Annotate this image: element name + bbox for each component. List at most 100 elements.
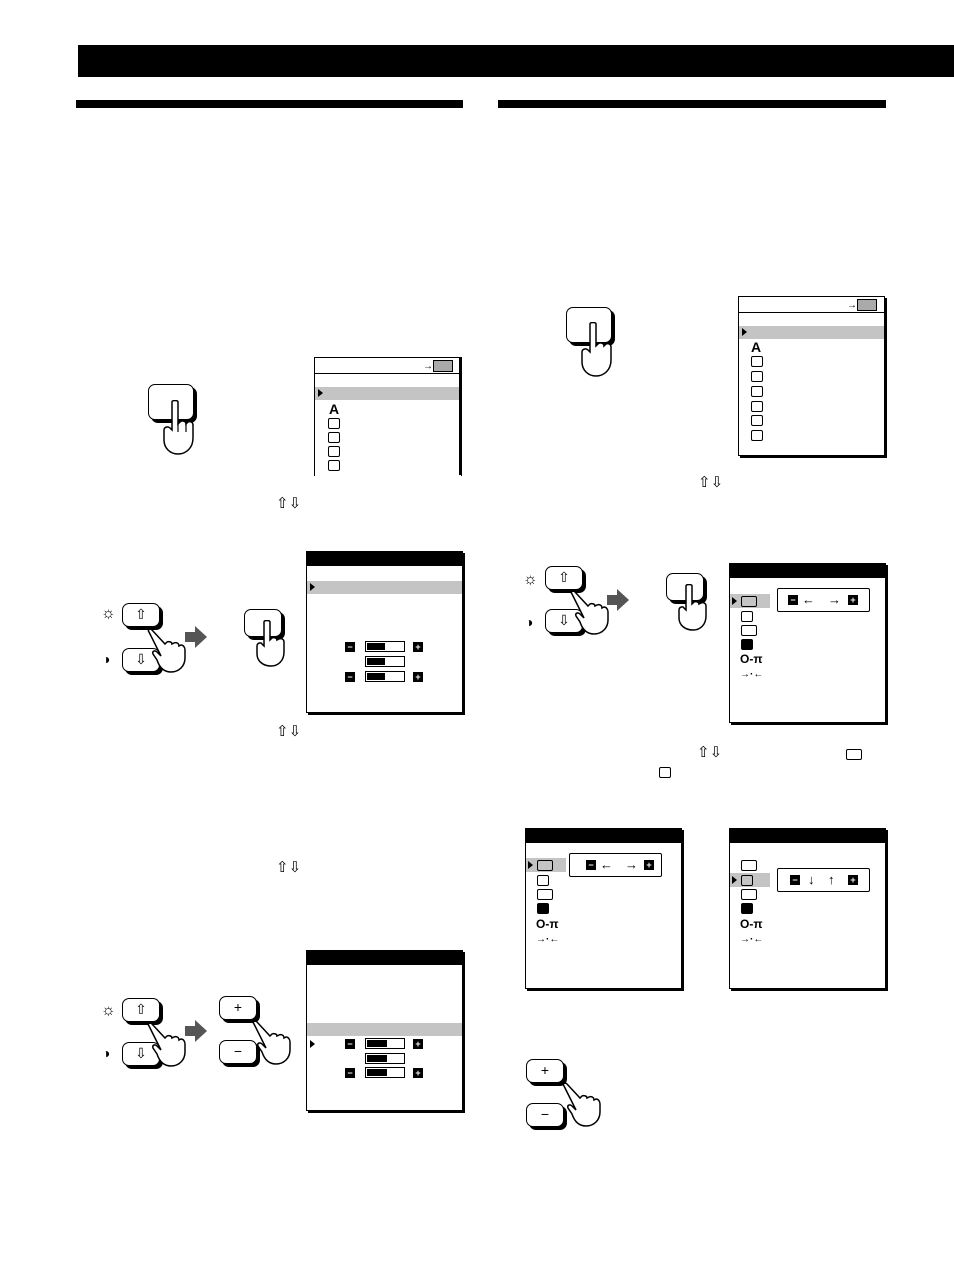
osd-cursor-icon	[310, 1040, 315, 1048]
plus-icon: +	[413, 1068, 423, 1078]
plus-icon: +	[644, 860, 654, 870]
exit-box	[433, 360, 453, 372]
language-icon	[751, 415, 763, 426]
osd-header	[526, 829, 681, 843]
minus-label: −	[233, 1043, 243, 1059]
left-arrow-icon: ←	[802, 592, 815, 607]
geometry-icon	[751, 386, 763, 397]
step-arrow-icon	[607, 589, 629, 611]
up-down-arrows-icon: ⇧⇩	[276, 859, 302, 876]
picture-icon	[537, 903, 549, 914]
minus-icon: −	[345, 1039, 355, 1049]
osd-header: →	[315, 358, 461, 374]
pointing-hand-icon	[252, 1020, 291, 1065]
down-arrow-icon: ⇩	[135, 1045, 147, 1061]
osd-header	[730, 829, 885, 843]
osd-h-position: O-π →·← − ← → +	[525, 828, 682, 989]
pointing-hand-icon	[256, 620, 285, 667]
input-sensing-icon	[741, 889, 757, 900]
minus-label: −	[540, 1106, 550, 1122]
plus-label: +	[233, 999, 243, 1015]
contrast-icon: ◑	[525, 614, 534, 630]
menu-button[interactable]	[566, 307, 612, 343]
degauss-icon: →·←	[536, 934, 560, 945]
pointing-hand-icon	[570, 590, 609, 635]
lock-icon: O-π	[740, 652, 763, 666]
osd-main-menu-small: → A	[314, 357, 462, 476]
up-arrow-icon: ⇧	[558, 569, 570, 585]
up-arrow-icon: ⇧	[135, 1001, 147, 1017]
h-position-icon	[846, 749, 862, 760]
pointing-hand-icon	[581, 322, 612, 377]
down-arrow-icon: ↓	[808, 872, 815, 887]
left-arrow-icon: ←	[600, 857, 613, 872]
picture-icon	[741, 903, 753, 914]
plus-button[interactable]: +	[526, 1059, 564, 1083]
right-section-rule	[498, 100, 886, 108]
brightness-up-button[interactable]: ⇧	[122, 603, 160, 627]
input-sensing-icon	[741, 625, 757, 636]
size-icon	[751, 371, 763, 382]
degauss-icon: →·←	[740, 934, 764, 945]
brightness-icon: ☼	[101, 1002, 116, 1019]
minus-icon: −	[345, 1068, 355, 1078]
osd-highlight-row	[730, 873, 770, 887]
osd-cursor-icon	[310, 583, 315, 591]
pointing-hand-icon	[163, 400, 194, 455]
minus-button[interactable]: −	[526, 1103, 564, 1127]
lock-icon: O-π	[740, 917, 763, 931]
exit-arrow-icon: →	[423, 361, 433, 372]
menu-button[interactable]	[666, 573, 704, 601]
brightness-icon: ☼	[523, 571, 538, 588]
page-header-bar	[78, 45, 954, 77]
osd-cursor-icon	[318, 389, 323, 397]
minus-icon: −	[788, 595, 798, 605]
h-position-popup: − ← → +	[569, 853, 662, 877]
brightness-up-button[interactable]: ⇧	[122, 998, 160, 1022]
osd-highlight-row	[730, 594, 770, 608]
osd-v-position: O-π →·← − ↓ ↑ +	[729, 828, 886, 989]
contrast-level-bar	[365, 671, 405, 682]
brightness-level-bar	[365, 1038, 405, 1049]
left-section-rule	[76, 100, 463, 108]
osd-options-menu: O-π →·← − ← → +	[729, 563, 886, 723]
level-bar	[365, 656, 405, 667]
osd-highlight-row	[307, 1023, 462, 1036]
up-down-arrows-icon: ⇧⇩	[698, 474, 724, 491]
v-position-icon	[659, 767, 671, 778]
v-position-popup: − ↓ ↑ +	[777, 868, 870, 892]
pointing-hand-icon	[147, 1022, 186, 1067]
osd-adjust-level: − + − +	[306, 950, 463, 1111]
osd-highlight-row	[307, 581, 462, 594]
brightness-icon: ☼	[101, 605, 116, 622]
plus-button[interactable]: +	[219, 996, 257, 1020]
up-arrow-icon: ⇧	[135, 606, 147, 622]
pointing-hand-icon	[562, 1082, 601, 1127]
brightness-up-button[interactable]: ⇧	[545, 566, 583, 590]
reset-icon	[751, 430, 763, 441]
centering-icon	[328, 418, 340, 429]
lock-icon: O-π	[536, 917, 559, 931]
minus-icon: −	[586, 860, 596, 870]
up-arrow-icon: ↑	[828, 872, 835, 887]
pointing-hand-icon	[678, 584, 707, 631]
menu-button[interactable]	[148, 384, 194, 420]
exit-box	[857, 299, 877, 311]
plus-icon: +	[413, 1039, 423, 1049]
h-position-icon	[741, 596, 757, 607]
pointing-hand-icon	[147, 628, 186, 673]
minus-icon: −	[790, 875, 800, 885]
osd-highlight-row	[315, 387, 461, 400]
centering-icon	[751, 356, 763, 367]
v-position-icon	[537, 875, 549, 886]
osd-header	[307, 951, 462, 965]
picture-icon	[741, 639, 753, 650]
menu-button[interactable]	[244, 609, 282, 637]
plus-icon: +	[848, 875, 858, 885]
osd-main-menu: → A	[738, 296, 885, 456]
osd-cursor-icon	[732, 876, 737, 884]
input-sensing-icon	[537, 889, 553, 900]
down-arrow-icon: ⇩	[558, 612, 570, 628]
minus-button[interactable]: −	[219, 1040, 257, 1064]
step-arrow-icon	[185, 1020, 207, 1042]
